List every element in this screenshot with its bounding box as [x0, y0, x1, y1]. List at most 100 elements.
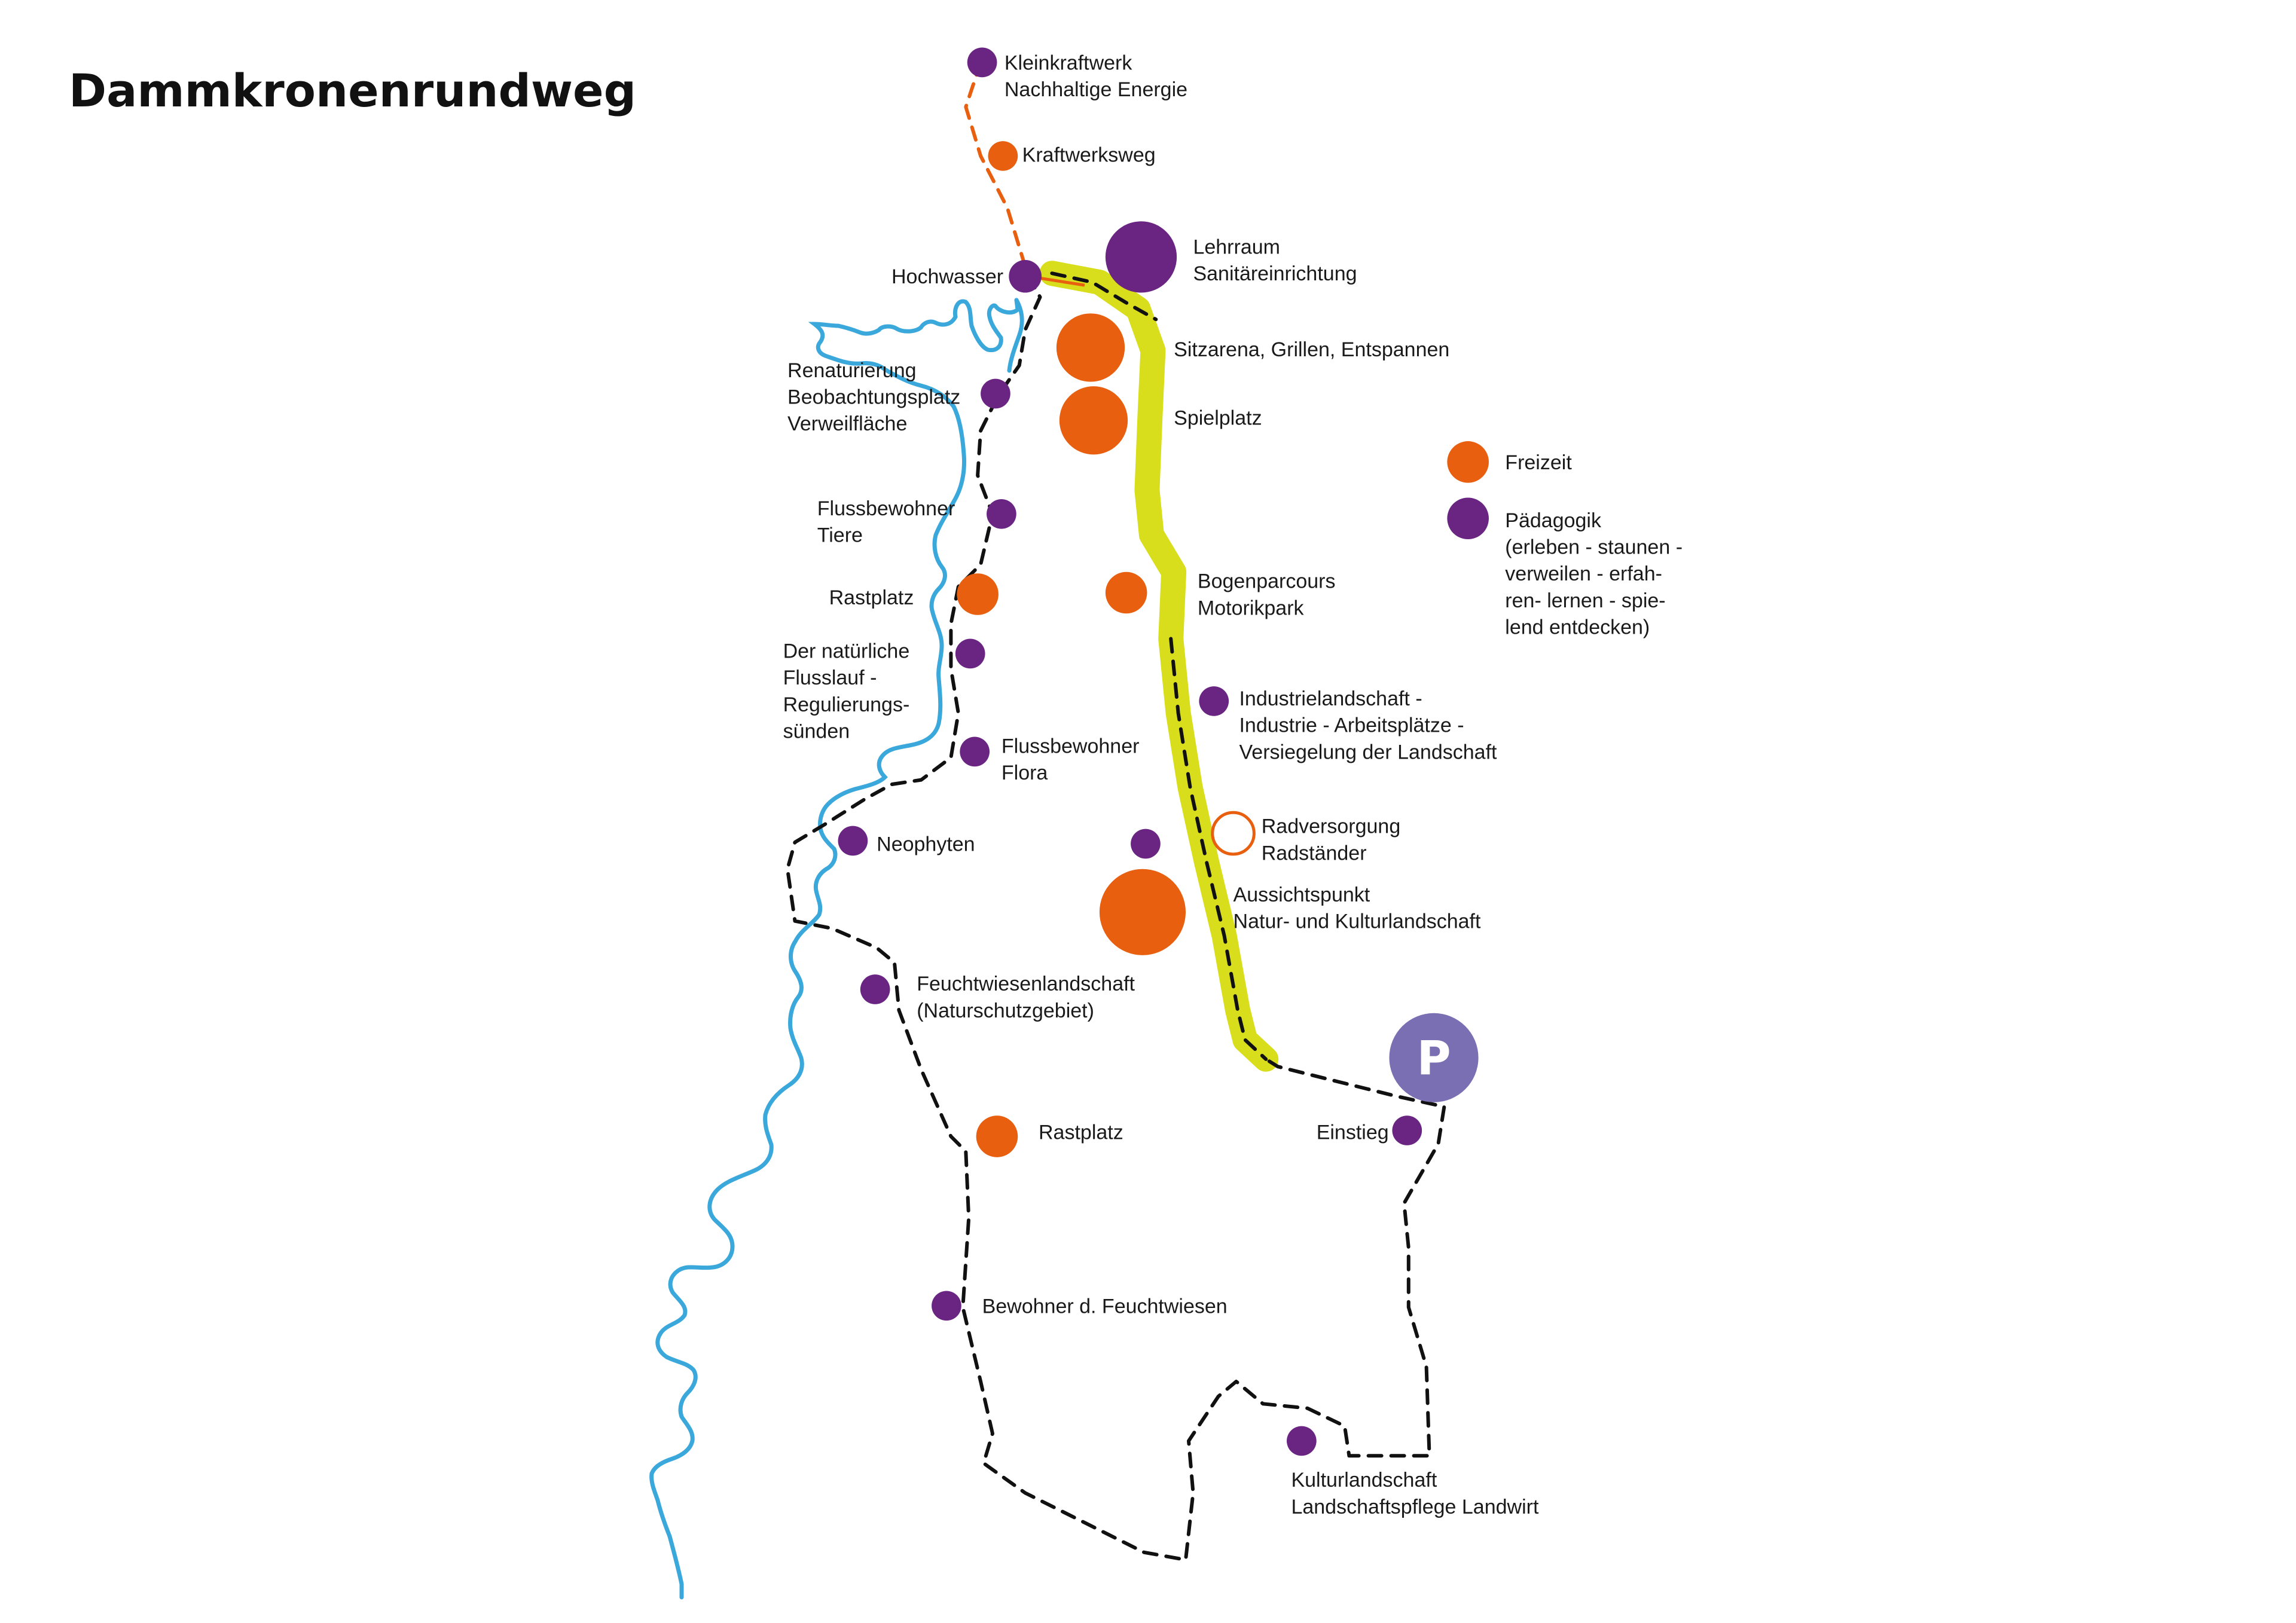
poi-marker[interactable] — [981, 378, 1010, 409]
poi-marker[interactable] — [1105, 571, 1147, 614]
poi-bewohner-feuchtwiesen[interactable]: Bewohner d. Feuchtwiesen — [932, 1291, 1228, 1321]
poi-punkt-ohne-label[interactable] — [1131, 829, 1161, 859]
poi-feuchtwiesenlandschaft[interactable]: Feuchtwiesenlandschaft (Naturschutzgebiet… — [860, 973, 1135, 1022]
poi-label: Bogenparcours — [1198, 570, 1336, 593]
poi-label: Bewohner d. Feuchtwiesen — [982, 1295, 1228, 1318]
legend-freizeit-label: Freizeit — [1505, 451, 1572, 474]
poi-industrielandschaft[interactable]: Industrielandschaft - Industrie - Arbeits… — [1199, 686, 1497, 763]
poi-marker[interactable] — [838, 826, 868, 856]
poi-renaturierung[interactable]: RenaturierungBeobachtungsplatzVerweilflä… — [787, 359, 1010, 435]
poi-label: Spielplatz — [1174, 406, 1262, 429]
poi-label: Neophyten — [877, 833, 975, 855]
poi-marker[interactable] — [1056, 313, 1125, 382]
poi-label: Kulturlandschaft — [1291, 1469, 1437, 1491]
legend-paedagogik-swatch — [1447, 497, 1489, 540]
poi-label: Lehrraum — [1193, 236, 1280, 259]
poi-rastplatz-2[interactable]: Rastplatz — [976, 1115, 1123, 1157]
poi-label: Sanitäreinrichtung — [1193, 262, 1357, 285]
poi-marker[interactable] — [987, 499, 1016, 529]
poi-kraftwerksweg[interactable]: Kraftwerksweg — [988, 141, 1156, 171]
poi-marker[interactable] — [1392, 1115, 1422, 1145]
poi-marker[interactable] — [1211, 811, 1256, 856]
poi-spielplatz[interactable]: Spielplatz — [1059, 386, 1262, 455]
poi-label: Flusslauf - — [783, 667, 877, 689]
legend-paedagogik-label: Pädagogik — [1505, 509, 1602, 532]
poi-label: Einstieg — [1317, 1121, 1389, 1144]
poi-einstieg[interactable]: Einstieg — [1317, 1115, 1422, 1145]
poi-marker[interactable] — [1105, 221, 1177, 293]
parking-icon[interactable] — [1389, 1013, 1479, 1102]
poi-sitzarena[interactable]: Sitzarena, Grillen, Entspannen — [1056, 313, 1449, 382]
parking-label: P — [1416, 1032, 1451, 1086]
legend-paedagogik-label: lend entdecken) — [1505, 616, 1650, 639]
poi-label: Landschaftspflege Landwirt — [1291, 1496, 1538, 1518]
poi-marker[interactable] — [1009, 259, 1042, 293]
legend-paedagogik-label: ren- lernen - spie- — [1505, 589, 1665, 612]
dashed-dam-top — [1050, 271, 1158, 322]
poi-label: Feuchtwiesenlandschaft — [917, 973, 1135, 995]
poi-marker[interactable] — [988, 141, 1018, 171]
poi-label: Flora — [1002, 762, 1048, 784]
poi-label: Radversorgung — [1262, 815, 1400, 838]
poi-label: Sitzarena, Grillen, Entspannen — [1174, 338, 1449, 361]
poi-marker[interactable] — [960, 736, 990, 767]
poi-label: Radständer — [1262, 842, 1367, 864]
poi-label: Der natürliche — [783, 640, 910, 662]
poi-label: Tiere — [817, 524, 863, 547]
legend-freizeit-swatch — [1447, 441, 1489, 483]
dashed-dam-side — [1169, 637, 1268, 1061]
poi-rastplatz-1[interactable]: Rastplatz — [829, 573, 999, 615]
poi-label: Motorikpark — [1198, 597, 1305, 619]
poi-marker[interactable] — [932, 1291, 961, 1321]
poi-label: Regulierungs- — [783, 693, 910, 716]
poi-label: Aussichtspunkt — [1234, 884, 1370, 906]
poi-label: Verweilfläche — [787, 412, 907, 435]
poi-label: Rastplatz — [829, 586, 914, 609]
poi-label: Industrielandschaft - — [1239, 687, 1422, 710]
poi-marker[interactable] — [1287, 1426, 1317, 1456]
poi-label: Industrie - Arbeitsplätze - — [1239, 714, 1464, 737]
poi-label: Beobachtungsplatz — [787, 386, 960, 408]
dashed-loop-path — [786, 274, 1446, 1562]
poi-marker[interactable] — [1059, 386, 1128, 455]
legend-item-freizeit: Freizeit — [1447, 441, 1572, 483]
poi-marker[interactable] — [1131, 829, 1161, 859]
legend-paedagogik-label: (erleben - staunen - — [1505, 536, 1683, 558]
poi-neophyten[interactable]: Neophyten — [838, 826, 975, 856]
river-branch — [1007, 298, 1024, 373]
poi-label: Nachhaltige Energie — [1004, 78, 1187, 101]
poi-marker[interactable] — [1199, 686, 1229, 716]
poi-marker[interactable] — [1099, 869, 1186, 955]
poi-marker[interactable] — [955, 638, 985, 669]
poi-label: sünden — [783, 720, 850, 743]
route-to-kraftwerk — [964, 60, 1030, 279]
poi-label: Natur- und Kulturlandschaft — [1234, 910, 1481, 933]
river-layer — [649, 298, 1024, 1600]
poi-marker[interactable] — [976, 1115, 1018, 1157]
poi-label: Renaturierung — [787, 359, 916, 382]
poi-hochwasser[interactable]: Hochwasser — [891, 259, 1042, 293]
poi-label: Flussbewohner — [817, 497, 955, 520]
poi-label: (Naturschutzgebiet) — [917, 1000, 1094, 1022]
poi-marker[interactable] — [860, 974, 890, 1004]
poi-label: Kraftwerksweg — [1022, 143, 1156, 166]
poi-label: Hochwasser — [891, 265, 1003, 288]
poi-marker[interactable] — [957, 573, 999, 615]
legend-paedagogik-label: verweilen - erfah- — [1505, 563, 1662, 585]
legend-item-paedagogik: Pädagogik (erleben - staunen - verweilen -… — [1447, 497, 1683, 639]
poi-marker[interactable] — [967, 47, 997, 78]
parking-marker[interactable]: P — [1389, 1013, 1479, 1102]
river-line — [649, 298, 1020, 1600]
